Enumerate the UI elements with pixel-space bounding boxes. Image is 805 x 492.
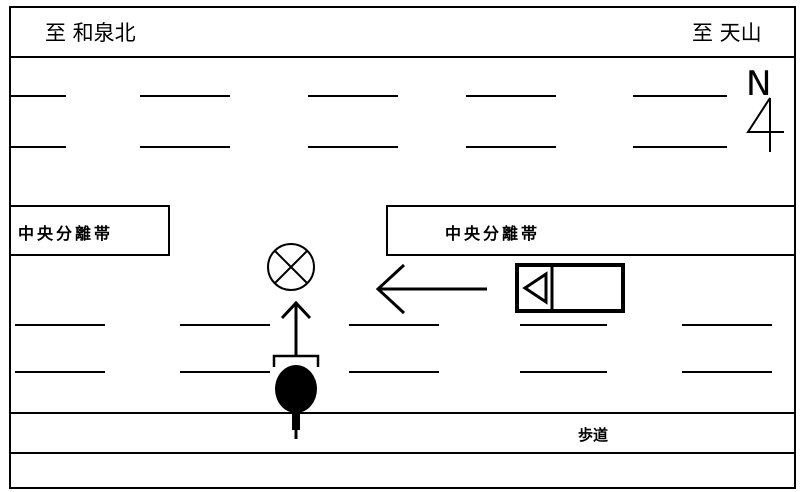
sidewalk: 歩道 bbox=[10, 412, 795, 454]
motorcycle-icon bbox=[272, 354, 320, 439]
median-right: 中央分離帯 bbox=[386, 205, 796, 256]
sidewalk-label: 歩道 bbox=[578, 426, 608, 444]
median-left: 中央分離帯 bbox=[9, 205, 170, 256]
lower-lane-markings bbox=[15, 324, 772, 373]
north-letter: N bbox=[746, 64, 771, 104]
car-icon bbox=[515, 263, 625, 313]
median-right-label: 中央分離帯 bbox=[445, 224, 540, 243]
median-left-label: 中央分離帯 bbox=[18, 224, 113, 243]
car-direction-arrow bbox=[375, 263, 487, 315]
destination-right-label: 至 天山 bbox=[692, 21, 762, 45]
destination-left-label: 至 和泉北 bbox=[45, 21, 136, 45]
upper-lane-markings bbox=[10, 95, 727, 148]
north-arrow-icon: N bbox=[746, 64, 784, 152]
motorcycle-direction-arrow bbox=[280, 300, 312, 355]
x-circle-icon bbox=[267, 243, 315, 291]
